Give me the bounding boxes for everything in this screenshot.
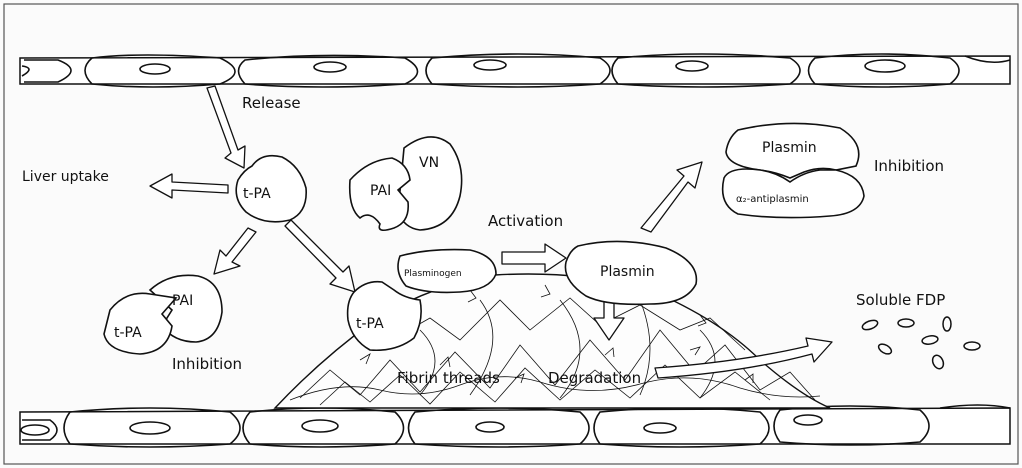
pai-vn-pai-label: PAI: [370, 183, 391, 199]
activation-arrow: [502, 244, 566, 272]
top-endothelium: [20, 54, 1010, 87]
alpha2-antiplasmin-label: α₂-antiplasmin: [736, 194, 809, 205]
soluble-fdp-fragments: [861, 317, 980, 370]
plasminogen: Plasminogen: [398, 250, 496, 293]
plasmin-top-label: Plasmin: [762, 140, 817, 156]
plasmin-main: Plasmin: [565, 241, 696, 304]
plasmin-main-label: Plasmin: [600, 264, 655, 280]
plasminogen-label: Plasminogen: [404, 269, 462, 279]
release-arrow: [207, 86, 245, 168]
tpa-center-label: t-PA: [243, 186, 271, 202]
release-label: Release: [242, 94, 301, 112]
soluble-fdp-label: Soluble FDP: [856, 291, 945, 309]
fibrin-threads-label: Fibrin threads: [397, 369, 500, 387]
inhibition-arrow: [214, 228, 256, 274]
tpa-pai-complex: PAI t-PA: [104, 275, 222, 354]
inhibition-left-label: Inhibition: [172, 355, 242, 373]
activation-label: Activation: [488, 212, 563, 230]
liver-uptake-label: Liver uptake: [22, 169, 109, 185]
inhibition-right-label: Inhibition: [874, 157, 944, 175]
tpa-clot-label: t-PA: [356, 316, 384, 332]
degradation-label: Degradation: [548, 369, 641, 387]
pai-vn-complex: PAI VN: [350, 137, 462, 230]
bottom-endothelium: [20, 405, 1010, 447]
pai-vn-vn-label: VN: [419, 155, 439, 171]
liver-uptake-arrow: [150, 174, 228, 198]
tpa-center: t-PA: [236, 156, 306, 222]
plasmin-antiplasmin-complex: Plasmin α₂-antiplasmin: [723, 123, 864, 217]
plasmin-to-inhibition-arrow: [641, 162, 702, 232]
tpa-to-clot-arrow: [285, 220, 355, 292]
tpa-clot: t-PA: [348, 282, 422, 351]
complex-tpa-label: t-PA: [114, 325, 142, 341]
complex-pai-label: PAI: [172, 293, 193, 309]
